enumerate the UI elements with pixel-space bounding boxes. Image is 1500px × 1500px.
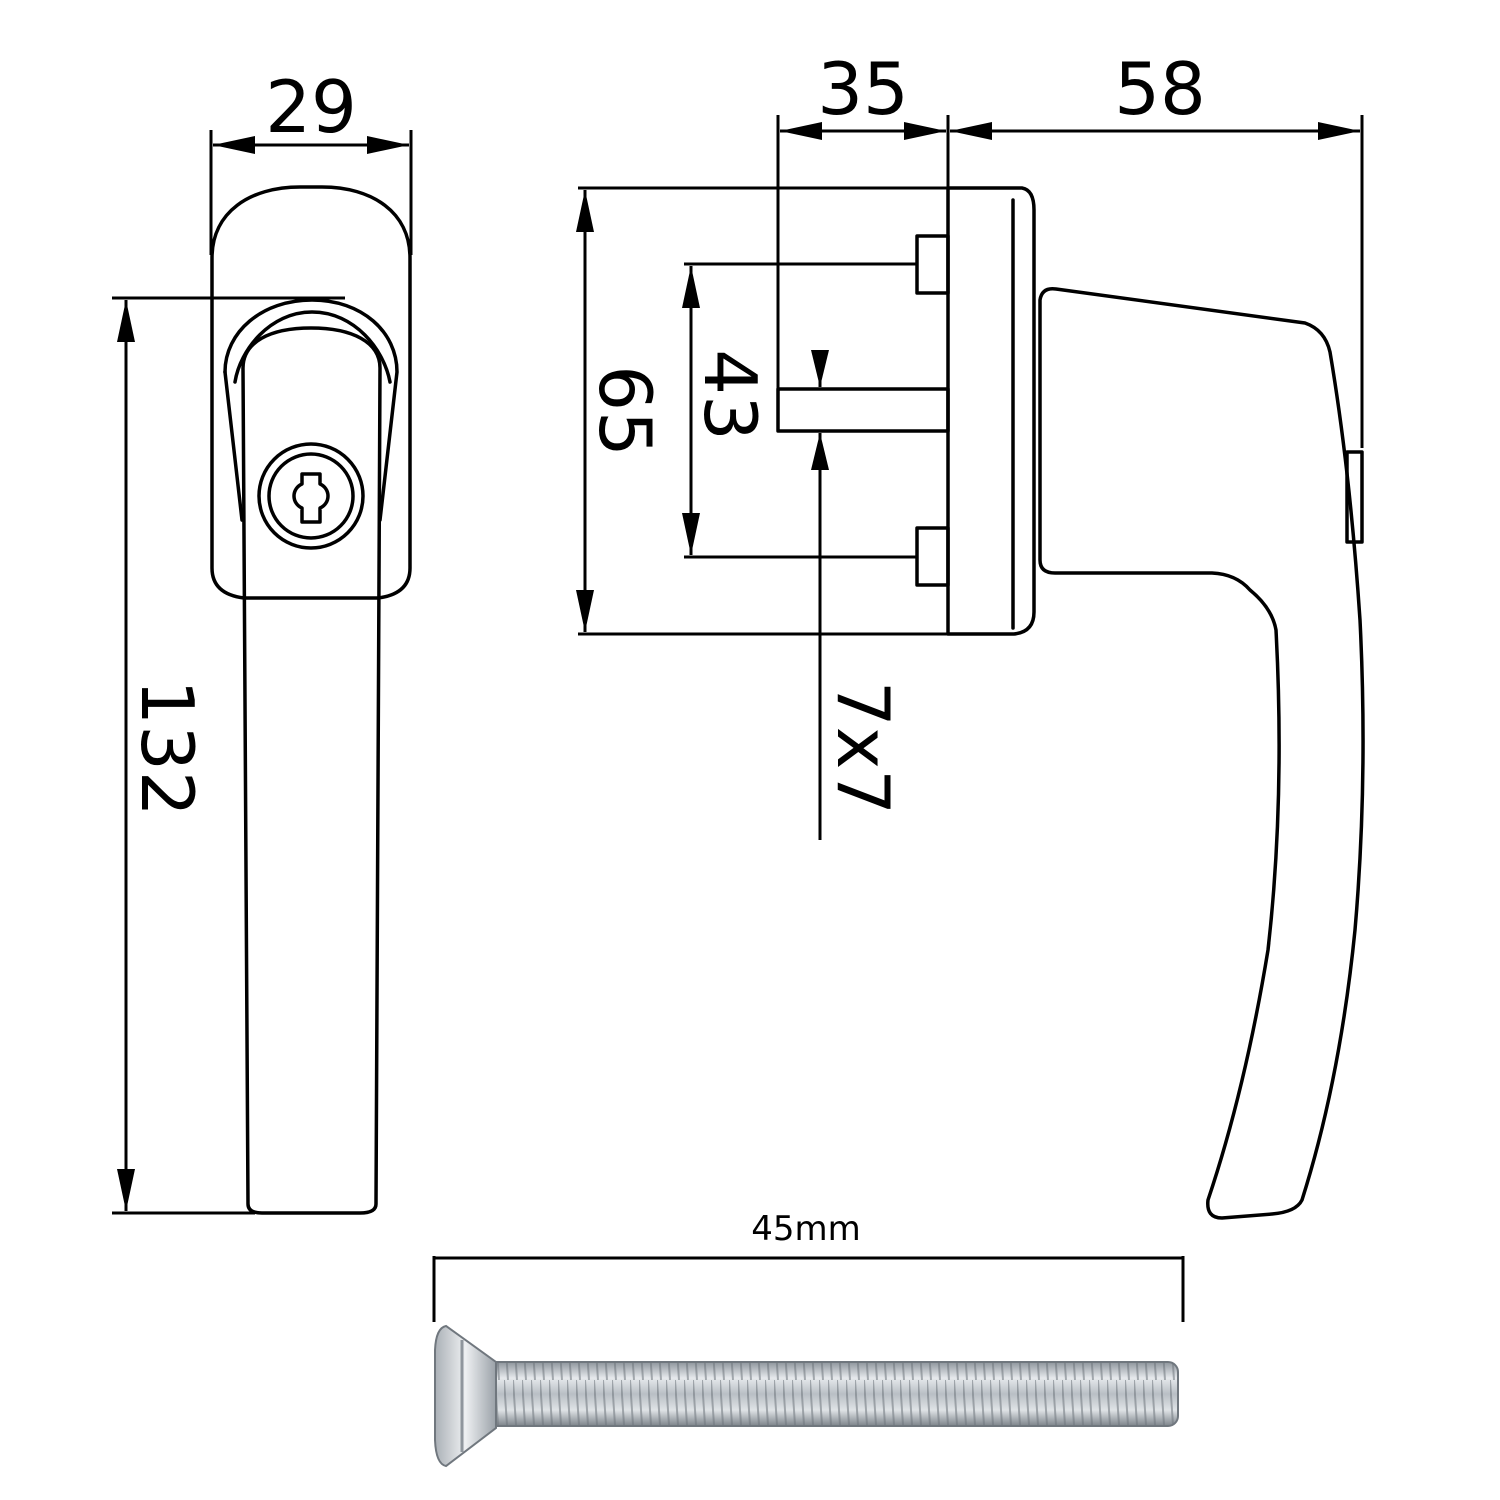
side-view: 35 58 65 43 7x7	[576, 47, 1365, 1220]
screw-head	[434, 1324, 497, 1468]
side-lever-handle	[1038, 286, 1365, 1220]
front-rose-plate	[210, 185, 412, 600]
front-width-label: 29	[265, 65, 357, 149]
side-spindle	[776, 387, 950, 433]
handle-projection-label: 58	[1114, 47, 1206, 131]
front-handle-shaft	[241, 326, 382, 1215]
spindle-size-label: 7x7	[821, 681, 905, 815]
countersunk-screw-icon: 45mm	[432, 1209, 1185, 1468]
side-screw-tab-bottom	[915, 526, 950, 587]
front-view: 29 132	[112, 65, 413, 1215]
rose-height-label: 65	[583, 365, 667, 457]
side-lock-button	[1345, 450, 1364, 544]
side-screw-tab-top	[915, 234, 950, 295]
front-height-label: 132	[125, 679, 209, 816]
screw-spacing-label: 43	[688, 349, 772, 441]
screw-length-label: 45mm	[751, 1209, 861, 1249]
rose-depth-label: 35	[817, 47, 909, 131]
side-rose-plate	[946, 186, 1036, 636]
key-cylinder-icon	[257, 442, 365, 550]
front-handle-neck	[223, 298, 399, 522]
